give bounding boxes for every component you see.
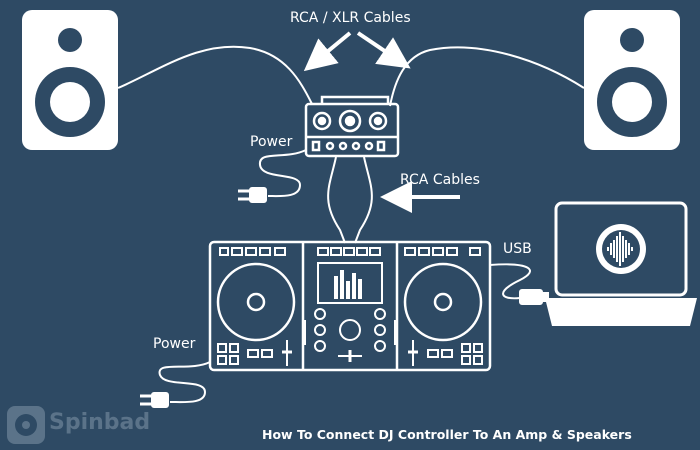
rca-xlr-cables-label: RCA / XLR Cables: [290, 10, 411, 26]
right-speaker-icon: [584, 10, 680, 150]
amp-power-label: Power: [250, 134, 293, 150]
amplifier-icon: [304, 95, 400, 158]
watermark-text: Spinbad: [49, 410, 151, 435]
arrow-icon-rca-xlr: [303, 31, 411, 72]
dj-controller-icon: [208, 240, 492, 372]
speaker-cables: [117, 45, 585, 107]
spinbad-logo-icon: [7, 406, 45, 444]
rca-cables-label: RCA Cables: [400, 172, 480, 188]
left-speaker-icon: [22, 10, 118, 150]
rca-cables: [327, 156, 373, 244]
usb-label: USB: [503, 241, 532, 257]
diagram-caption: How To Connect DJ Controller To An Amp &…: [262, 427, 632, 442]
laptop-icon: [545, 201, 697, 326]
controller-power-plug-icon: [140, 361, 211, 408]
usb-cable: [489, 263, 549, 305]
controller-power-label: Power: [153, 336, 196, 352]
amp-power-plug-icon: [238, 149, 307, 203]
